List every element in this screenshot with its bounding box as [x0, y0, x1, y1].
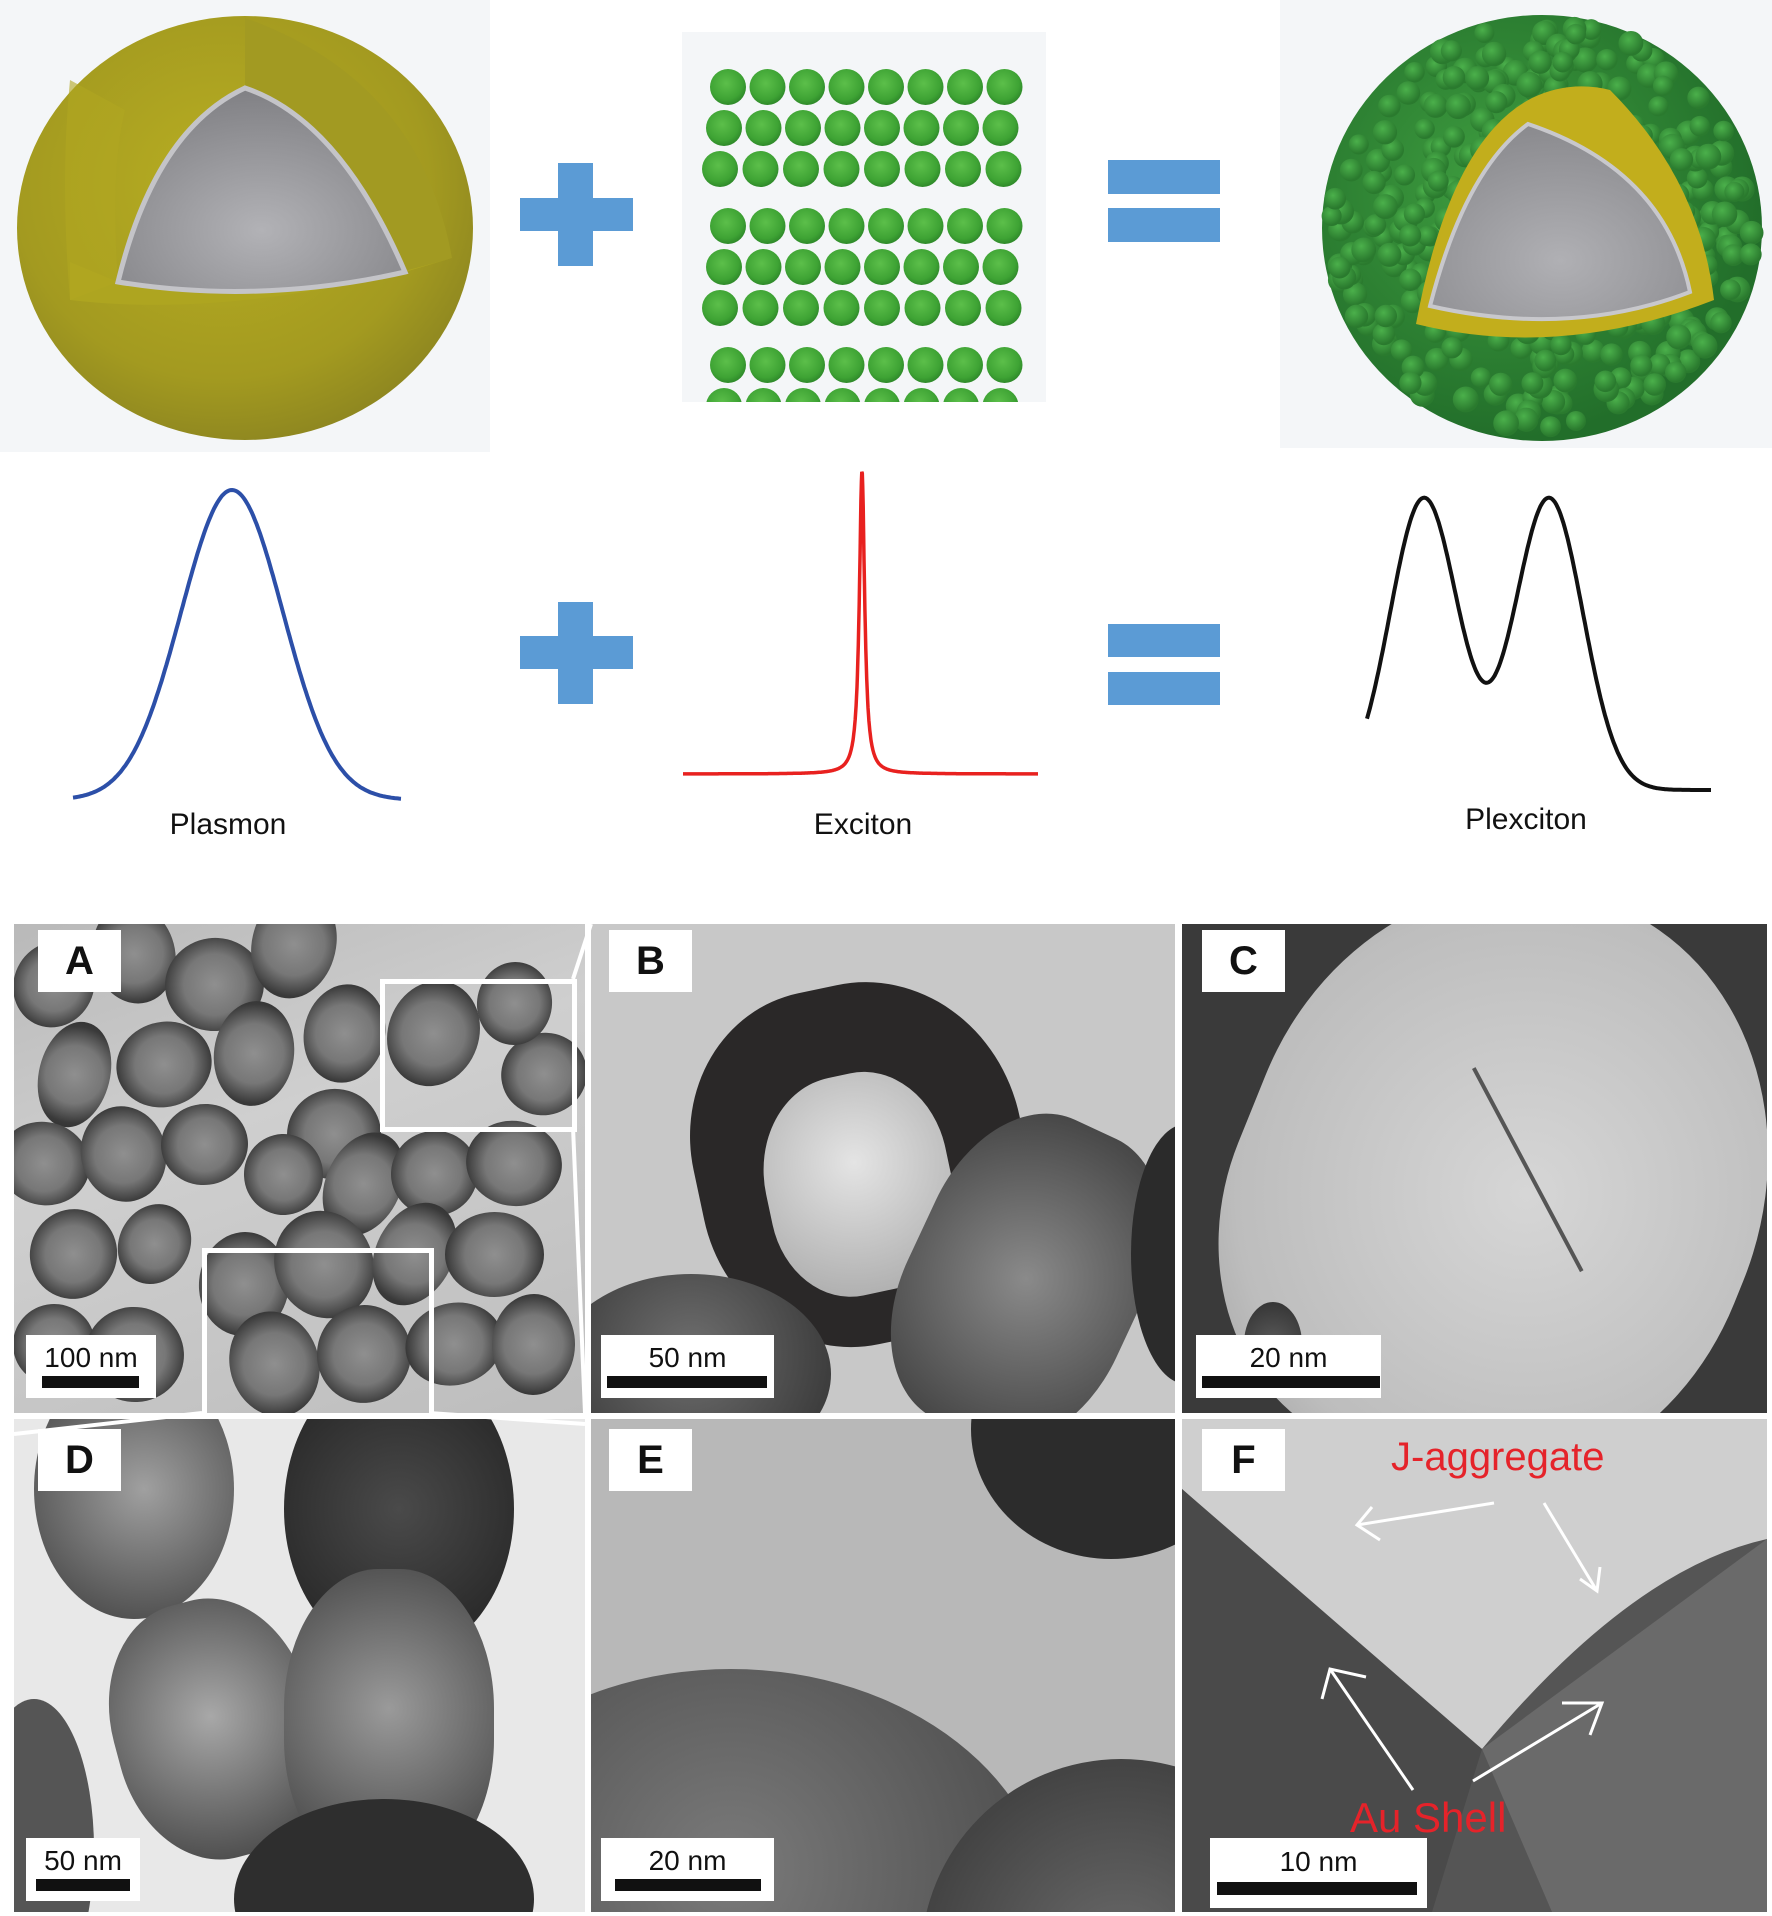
- tem-image-grid: A 100 nm B 50 nm C 20 nm: [14, 924, 1767, 1912]
- tem-panel-b: B 50 nm: [591, 924, 1175, 1413]
- core-shell-sphere-illustration: [17, 16, 473, 440]
- tem-panel-c: C 20 nm: [1182, 924, 1767, 1413]
- scale-bar-c: 20 nm: [1196, 1335, 1381, 1398]
- plexciton-label: Plexciton: [1465, 803, 1587, 836]
- au-shell-annotation: Au Shell: [1350, 1794, 1507, 1841]
- j-aggregate-sphere-grid: [702, 69, 1023, 402]
- j-aggregate-annotation: J-aggregate: [1391, 1435, 1605, 1479]
- panel-label-c: C: [1202, 930, 1285, 992]
- core-shell-particle-panel: [0, 0, 490, 452]
- panel-label-b: B: [609, 930, 692, 992]
- panel-label-e: E: [609, 1429, 692, 1491]
- annotation-arrows: [1320, 1501, 1605, 1791]
- tem-panel-f: J-aggregate Au Shell F 10 nm: [1182, 1419, 1767, 1912]
- tem-panel-d: D 50 nm: [14, 1419, 585, 1912]
- inset-connector-lines: [14, 924, 593, 1436]
- exciton-label: Exciton: [813, 808, 913, 841]
- plasmon-spectrum-curve: [72, 487, 402, 801]
- panel-label-f: F: [1202, 1429, 1285, 1491]
- exciton-spectrum-curve: [683, 471, 1038, 776]
- zoom-inset-box-lower: [202, 1248, 434, 1413]
- panel-label-a: A: [38, 930, 121, 992]
- panel-label-d: D: [38, 1429, 121, 1491]
- scale-bar-f: 10 nm: [1210, 1838, 1427, 1908]
- plexciton-sphere-illustration: [1321, 15, 1764, 441]
- plasmon-label: Plasmon: [169, 808, 287, 841]
- tem-panel-e: E 20 nm: [591, 1419, 1175, 1912]
- plexciton-spectrum-curve: [1365, 495, 1711, 792]
- spectra-row: [72, 471, 1711, 801]
- scale-bar-a: 100 nm: [26, 1335, 156, 1398]
- dye-array-panel: [682, 32, 1046, 402]
- zoom-inset-box-upper: [380, 979, 577, 1132]
- scale-bar-d: 50 nm: [26, 1838, 140, 1901]
- tem-panel-a: A 100 nm: [14, 924, 585, 1413]
- plexciton-particle-panel: [1280, 0, 1772, 448]
- scale-bar-e: 20 nm: [601, 1838, 774, 1901]
- scale-bar-b: 50 nm: [601, 1335, 774, 1398]
